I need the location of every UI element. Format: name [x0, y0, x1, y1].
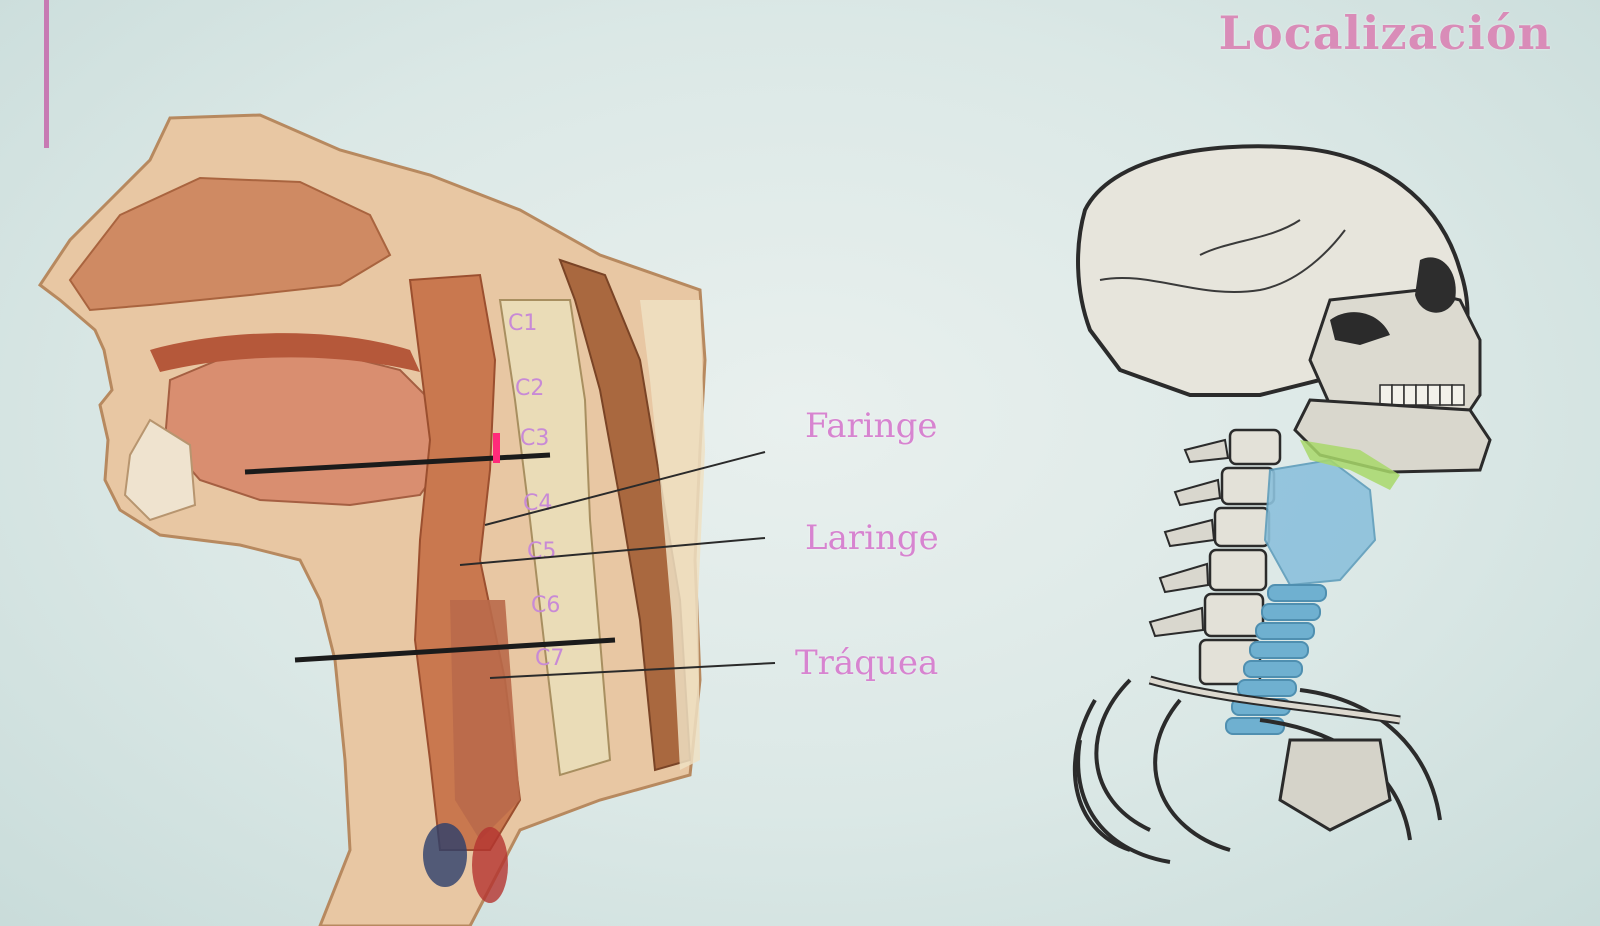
vertebra-label: C5 — [527, 539, 556, 564]
label-traquea: Tráquea — [795, 643, 939, 683]
lower-jaw — [123, 418, 197, 522]
hyoid-highlight — [1300, 440, 1400, 490]
neck-vessel — [423, 823, 467, 887]
cervical-vertebrae — [1198, 428, 1282, 686]
neck-artery — [472, 827, 508, 903]
accent-line — [44, 0, 49, 148]
clavicle-fill — [1149, 677, 1401, 723]
sagittal-section-illustration: C1 C2 C3 C4 C5 C6 C7 — [37, 113, 707, 926]
larynx-highlight — [1263, 458, 1377, 587]
spinous-processes — [1148, 438, 1230, 638]
pointer-line-neck — [294, 637, 616, 663]
slide-title: Localización — [1218, 6, 1552, 60]
tongue — [163, 348, 447, 507]
trachea-highlight — [1225, 584, 1327, 735]
sternum — [1278, 738, 1392, 832]
vertebra-label: C3 — [520, 426, 549, 451]
palate — [150, 333, 420, 372]
skull-suture — [1099, 219, 1346, 294]
trachea-section — [450, 600, 520, 840]
label-faringe: Faringe — [805, 406, 938, 446]
nasal-cavity — [68, 176, 392, 312]
eye-socket — [1415, 257, 1456, 313]
marker-dot — [493, 433, 500, 463]
posterior-neck — [640, 300, 705, 770]
leader-line-traquea — [489, 662, 776, 679]
vertebra-label: C1 — [508, 311, 537, 336]
skeleton-illustration — [1072, 144, 1492, 864]
vertebra-label: C7 — [535, 646, 564, 671]
leader-line-laringe — [459, 537, 766, 566]
cervical-spine — [498, 299, 612, 777]
vertebra-label: C2 — [515, 376, 544, 401]
vertebra-label: C6 — [531, 593, 560, 618]
spinal-cord — [558, 258, 692, 772]
label-laringe: Laringe — [805, 518, 939, 558]
cheekbone-shadow — [1330, 312, 1390, 345]
teeth — [1379, 384, 1465, 406]
leader-line-faringe — [484, 451, 766, 526]
rib-cage — [1072, 678, 1442, 864]
